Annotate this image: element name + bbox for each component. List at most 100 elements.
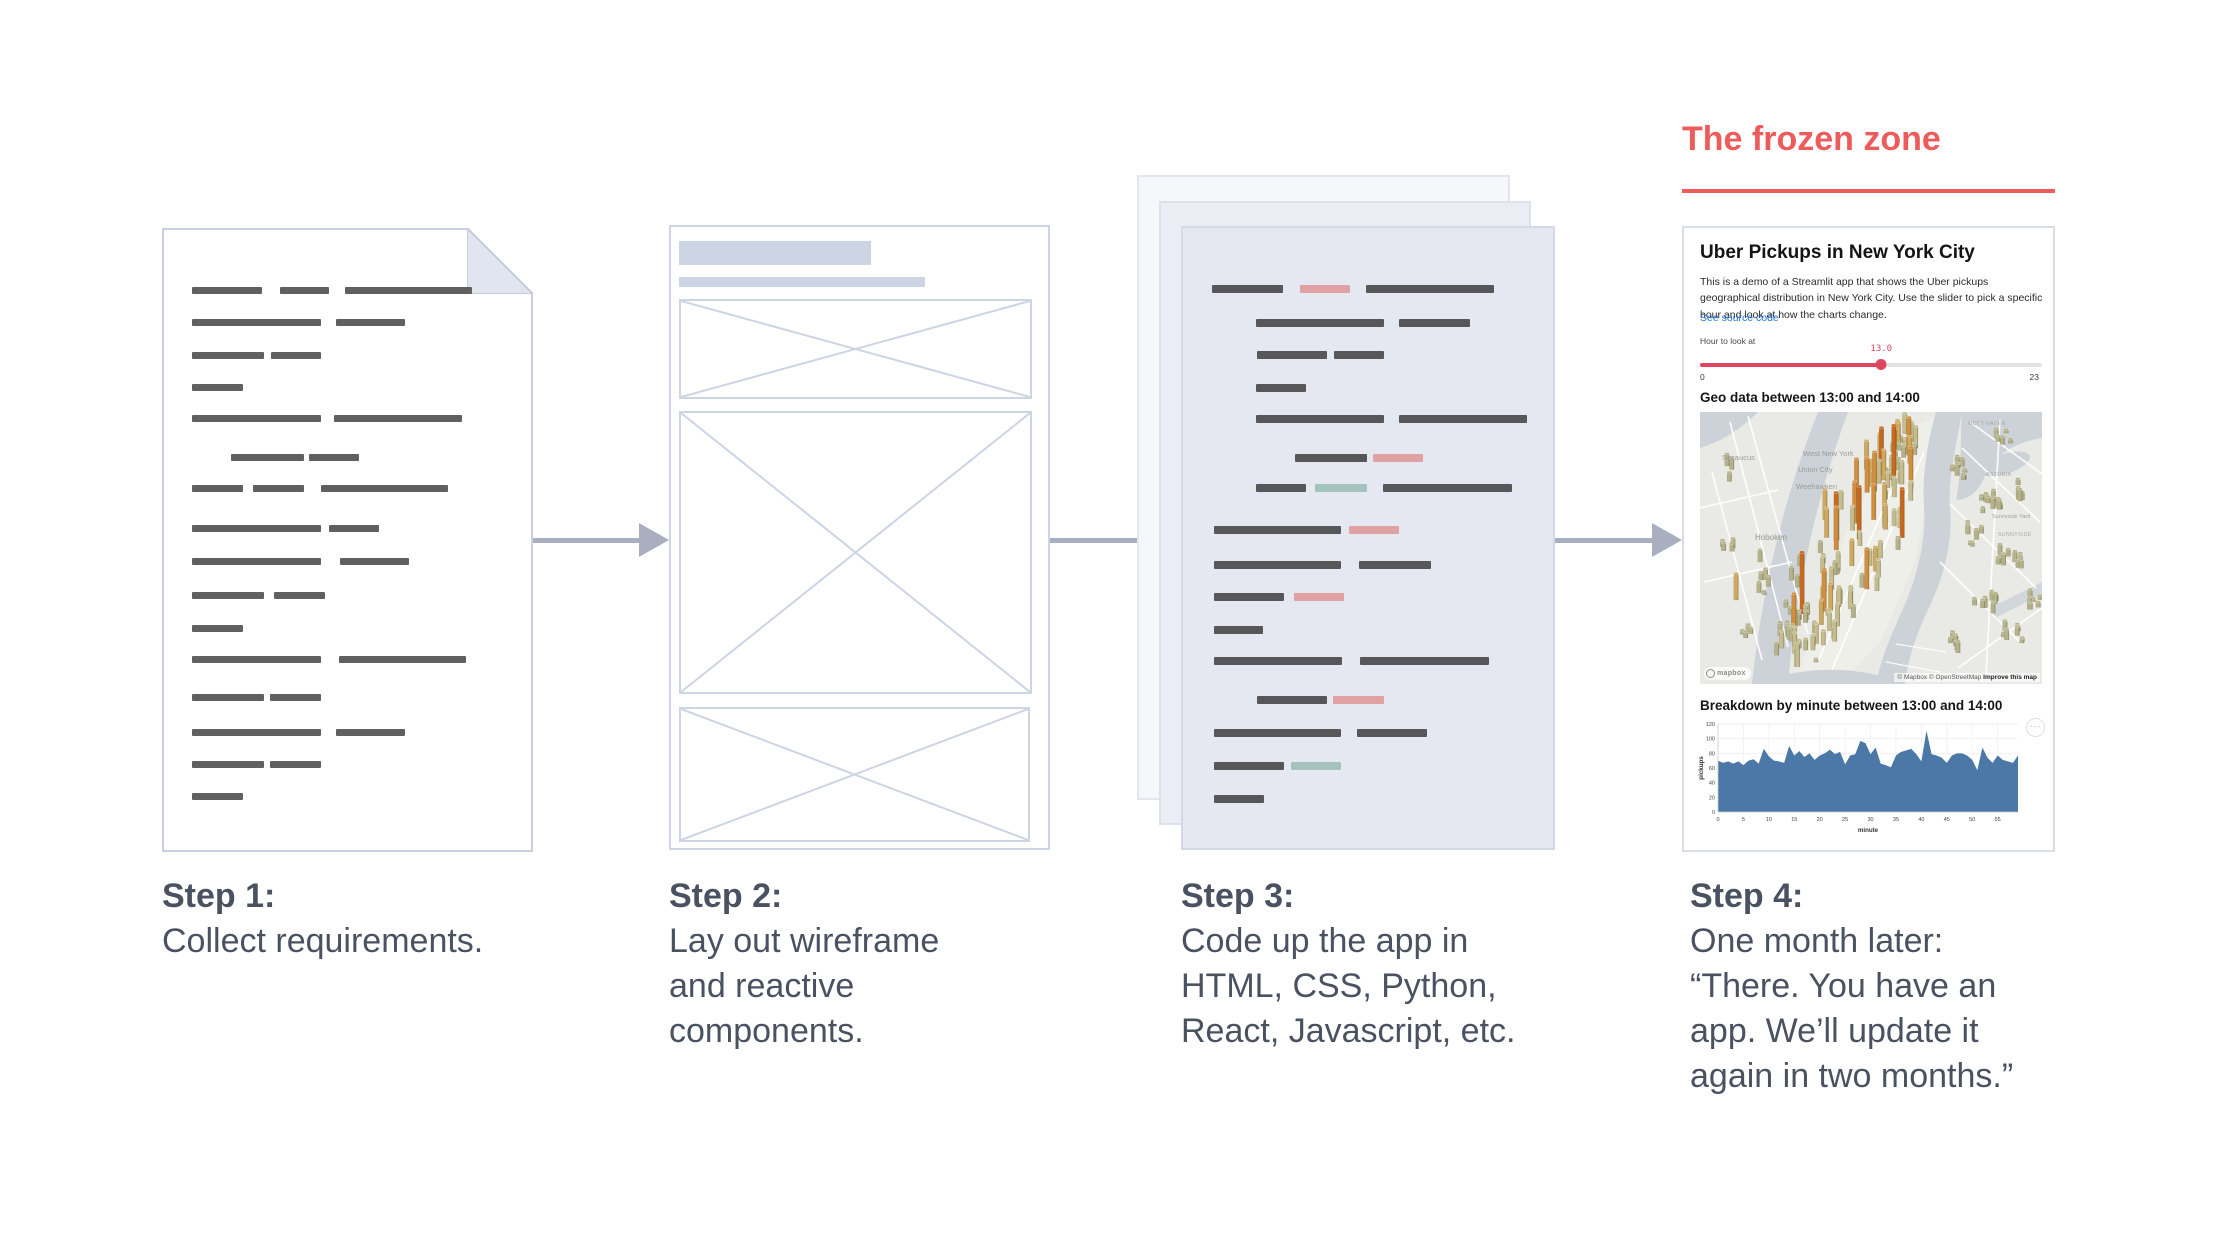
- hexagon-bar: [1889, 472, 1891, 488]
- hexagon-bar: [1745, 622, 1751, 626]
- hexagon-bar: [1838, 489, 1844, 493]
- hexagon-bar: [1959, 456, 1965, 460]
- arrow-line: [1050, 538, 1152, 543]
- slider-max-label: 23: [2029, 372, 2039, 382]
- hexagon-bar: [2037, 594, 2042, 597]
- placeholder-line-segment: [1357, 729, 1427, 737]
- placeholder-line-segment: [336, 319, 405, 326]
- hexagon-bar: [1963, 458, 1965, 467]
- placeholder-line-segment: [1366, 285, 1494, 293]
- hexagon-bar: [1969, 524, 1971, 535]
- hexagon-bar: [1803, 637, 1809, 641]
- hexagon-bar: [1995, 556, 2001, 559]
- placeholder-line-segment: [192, 793, 243, 800]
- placeholder-line-segment: [1212, 285, 1283, 293]
- slider-thumb[interactable]: [1875, 359, 1887, 370]
- y-tick-label: 20: [1709, 795, 1715, 801]
- crossed-box-icon: [681, 709, 1028, 840]
- hexagon-bar: [1875, 484, 1877, 520]
- hexagon-bar: [1813, 622, 1819, 625]
- hexagon-bar: [1899, 459, 1905, 463]
- placeholder-line-segment: [1256, 319, 1384, 327]
- hexagon-bar: [1912, 442, 1918, 446]
- mapbox-logo[interactable]: mapbox: [1704, 667, 1751, 680]
- placeholder-line-segment: [345, 287, 472, 294]
- step1-text: Collect requirements.: [162, 922, 484, 960]
- placeholder-line-segment: [192, 656, 321, 663]
- hexagon-bar: [2018, 558, 2024, 562]
- hexagon-bar: [2021, 555, 2023, 560]
- wireframe-image-placeholder-2: [679, 411, 1032, 694]
- hexagon-bar: [1875, 451, 1878, 492]
- hexagon-bar: [1867, 440, 1869, 470]
- hexagon-bar: [1730, 536, 1736, 540]
- x-tick-label: 55: [1995, 817, 2001, 823]
- x-tick-label: 5: [1742, 817, 1745, 823]
- hexagon-bar: [1734, 538, 1736, 548]
- hexagon-bar: [1954, 462, 1960, 466]
- hexagon-bar: [1848, 584, 1854, 588]
- hexagon-bar: [1826, 610, 1832, 614]
- hexagon-bar: [2009, 549, 2011, 557]
- map-label: MOTT HAVEN: [1968, 421, 2006, 427]
- placeholder-line-segment: [270, 761, 321, 768]
- hexagon-bar: [2016, 551, 2018, 562]
- hexagon-bar: [1785, 623, 1791, 626]
- hexagon-bar: [1874, 574, 1880, 578]
- hexagon-bar: [2015, 477, 2021, 481]
- hexagon-bar: [1899, 537, 1901, 550]
- pickup-map[interactable]: Secaucus West New York Union City Weehaw…: [1700, 412, 2042, 684]
- improve-map-link[interactable]: Improve this map: [1983, 674, 2037, 681]
- hexagon-bar: [1806, 611, 1808, 623]
- hexagon-bar: [1895, 420, 1901, 424]
- slider-track[interactable]: [1700, 363, 2042, 367]
- x-tick-label: 40: [1918, 817, 1924, 823]
- hexagon-bar: [1953, 633, 1958, 636]
- hexagon-bar: [1955, 639, 1961, 643]
- hour-slider[interactable]: 13.0: [1700, 344, 2042, 378]
- hexagon-bar: [1798, 643, 1801, 667]
- hexagon-bar: [1868, 548, 1870, 590]
- hexagon-bar: [1859, 572, 1865, 576]
- step3-caption: Step 3: Code up the app in HTML, CSS, Py…: [1181, 874, 1581, 1054]
- placeholder-line-segment: [192, 625, 243, 632]
- placeholder-line-segment: [1214, 762, 1284, 770]
- see-source-code-link[interactable]: See source code: [1700, 312, 1779, 324]
- hexagon-bar: [1964, 474, 1966, 480]
- hexagon-bar: [1990, 495, 1996, 499]
- hexagon-bar: [1829, 565, 1835, 569]
- placeholder-line-segment: [1295, 454, 1367, 462]
- hexagon-bar: [1817, 659, 1819, 663]
- placeholder-line-segment: [1291, 762, 1341, 770]
- hexagon-bar: [2007, 437, 2013, 441]
- placeholder-line-segment: [1214, 657, 1342, 665]
- hexagon-bar: [1856, 484, 1862, 488]
- hexagon-bar: [1997, 428, 1999, 438]
- y-tick-label: 120: [1706, 722, 1715, 728]
- hexagon-bar: [1978, 524, 1984, 528]
- x-tick-label: 0: [1716, 817, 1719, 823]
- hexagon-bar: [2003, 428, 2009, 431]
- placeholder-line-segment: [1256, 384, 1306, 392]
- chart-actions-button[interactable]: ···: [2026, 718, 2045, 737]
- placeholder-line-segment: [192, 319, 321, 326]
- hexagon-bar: [1824, 506, 1829, 510]
- hexagon-bar: [2023, 492, 2025, 500]
- hexagon-bar: [1853, 539, 1855, 566]
- wireframe-subtitle-bar: [679, 277, 925, 287]
- hexagon-bar: [1838, 603, 1841, 627]
- hexagon-bar: [1989, 496, 1991, 503]
- hexagon-bar: [1891, 475, 1897, 479]
- hexagon-bar: [1895, 456, 1901, 460]
- hexagon-bar: [1980, 598, 1985, 601]
- step2-wireframe: [669, 225, 1050, 850]
- hexagon-bar: [1852, 586, 1854, 607]
- hexagon-bar: [1737, 574, 1739, 600]
- map-attribution: © Mapbox © OpenStreetMap Improve this ma…: [1894, 673, 2040, 682]
- hexagon-bar: [1975, 598, 1977, 606]
- map-label: Sunnyside Yard: [1992, 514, 2030, 520]
- hexagon-bar: [1765, 591, 1767, 595]
- flow-arrow-1: [533, 520, 669, 560]
- placeholder-line-segment: [1399, 415, 1527, 423]
- slider-label: Hour to look at: [1700, 336, 1756, 346]
